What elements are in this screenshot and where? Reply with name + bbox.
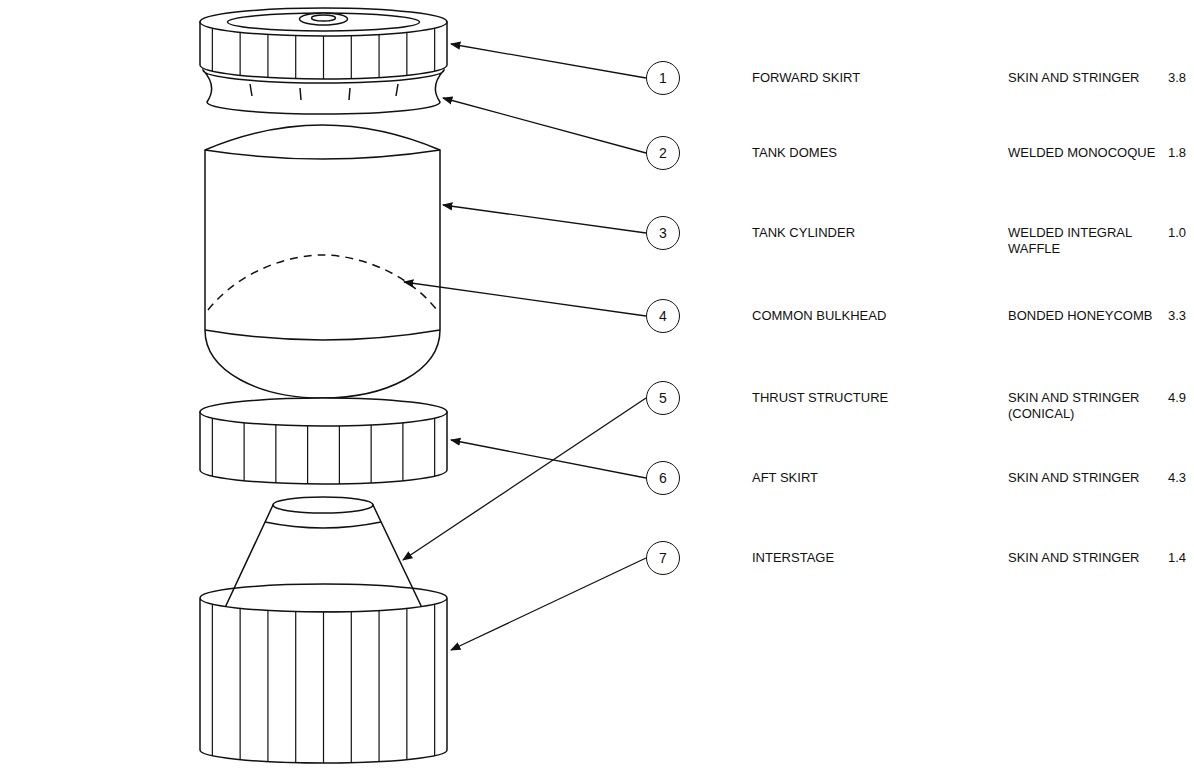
stringer-line bbox=[371, 425, 372, 483]
part-name: TANK CYLINDER bbox=[752, 225, 855, 241]
part-value: 1.0 bbox=[1146, 225, 1186, 241]
part-name: INTERSTAGE bbox=[752, 550, 834, 566]
tank-cylinder bbox=[205, 125, 440, 398]
callout-number: 6 bbox=[659, 471, 667, 485]
callout-circle: 3 bbox=[646, 216, 680, 250]
part-name: COMMON BULKHEAD bbox=[752, 308, 886, 324]
leader-line bbox=[443, 205, 646, 233]
callout-circle: 4 bbox=[646, 299, 680, 333]
callout-number: 4 bbox=[659, 309, 667, 323]
part-value: 1.8 bbox=[1146, 145, 1186, 161]
stringer-line bbox=[351, 612, 352, 763]
callout-number: 3 bbox=[659, 226, 667, 240]
stringer-line bbox=[339, 426, 340, 484]
callout-number: 7 bbox=[659, 551, 667, 565]
construction-type: WELDED MONOCOQUE bbox=[1008, 145, 1156, 161]
leader-line bbox=[451, 558, 646, 650]
stringer-line bbox=[434, 28, 435, 71]
part-name: THRUST STRUCTURE bbox=[752, 390, 888, 406]
part-value: 3.3 bbox=[1146, 308, 1186, 324]
stringer-line bbox=[240, 32, 241, 75]
leader-line bbox=[403, 398, 646, 560]
part-value: 3.8 bbox=[1146, 70, 1186, 86]
construction-type: SKIN AND STRINGER bbox=[1008, 70, 1156, 86]
stringer-line bbox=[275, 425, 276, 483]
thrust-cone-band bbox=[265, 522, 381, 528]
construction-type: SKIN AND STRINGER bbox=[1008, 470, 1156, 486]
construction-type: BONDED HONEYCOMB bbox=[1008, 308, 1156, 324]
forward-dome-port bbox=[300, 13, 348, 25]
stringer-line bbox=[434, 418, 435, 476]
tank-cylinder-seam bbox=[205, 150, 440, 159]
thrust-cone bbox=[223, 505, 424, 612]
callout-number: 2 bbox=[659, 146, 667, 160]
part-value: 4.3 bbox=[1146, 470, 1186, 486]
stringer-line bbox=[295, 612, 296, 763]
forward-skirt-rim bbox=[200, 8, 447, 36]
stringer-line bbox=[378, 35, 379, 78]
stringer-line bbox=[434, 604, 435, 756]
stringer-line bbox=[240, 608, 241, 759]
callout-circle: 1 bbox=[646, 61, 680, 95]
stringer-line bbox=[406, 32, 407, 75]
callout-number: 5 bbox=[659, 391, 667, 405]
construction-type: SKIN AND STRINGER bbox=[1008, 550, 1156, 566]
stringer-line bbox=[378, 611, 379, 762]
aft-skirt-rim bbox=[200, 398, 447, 426]
dome-weld-mark bbox=[250, 84, 398, 100]
forward-dome-rim bbox=[228, 13, 420, 31]
thrust-cone-top bbox=[273, 497, 373, 513]
stringer-line bbox=[212, 28, 213, 71]
stringer-line bbox=[295, 36, 296, 79]
lower-dome-seam bbox=[205, 330, 440, 340]
stringer-line bbox=[406, 608, 407, 759]
stringer-line bbox=[323, 36, 324, 79]
part-name: TANK DOMES bbox=[752, 145, 837, 161]
leader-line bbox=[451, 440, 646, 478]
part-value: 4.9 bbox=[1146, 390, 1186, 406]
construction-type: SKIN AND STRINGER (CONICAL) bbox=[1008, 390, 1156, 422]
callout-circle: 2 bbox=[646, 136, 680, 170]
stringer-line bbox=[267, 35, 268, 78]
interstage-body bbox=[200, 598, 447, 763]
callout-circle: 7 bbox=[646, 541, 680, 575]
leader-line bbox=[443, 98, 646, 153]
interstage-back-rim bbox=[200, 584, 447, 598]
part-value: 1.4 bbox=[1146, 550, 1186, 566]
stringer-line bbox=[402, 423, 403, 481]
common-bulkhead bbox=[208, 255, 437, 310]
forward-dome-port-inner bbox=[312, 15, 336, 21]
stringer-line bbox=[212, 418, 213, 476]
stringer-line bbox=[267, 611, 268, 762]
leader-line bbox=[404, 282, 646, 316]
callout-number: 1 bbox=[659, 71, 667, 85]
part-name: FORWARD SKIRT bbox=[752, 70, 860, 86]
part-name: AFT SKIRT bbox=[752, 470, 818, 486]
stringer-line bbox=[351, 36, 352, 79]
stringer-line bbox=[307, 426, 308, 484]
leader-line bbox=[451, 44, 646, 78]
construction-type: WELDED INTEGRAL WAFFLE bbox=[1008, 225, 1156, 257]
callout-circle: 5 bbox=[646, 381, 680, 415]
stringer-line bbox=[244, 423, 245, 481]
callout-circle: 6 bbox=[646, 461, 680, 495]
stringer-line bbox=[323, 612, 324, 763]
stringer-line bbox=[212, 604, 213, 756]
tank-dome-band bbox=[203, 70, 444, 114]
